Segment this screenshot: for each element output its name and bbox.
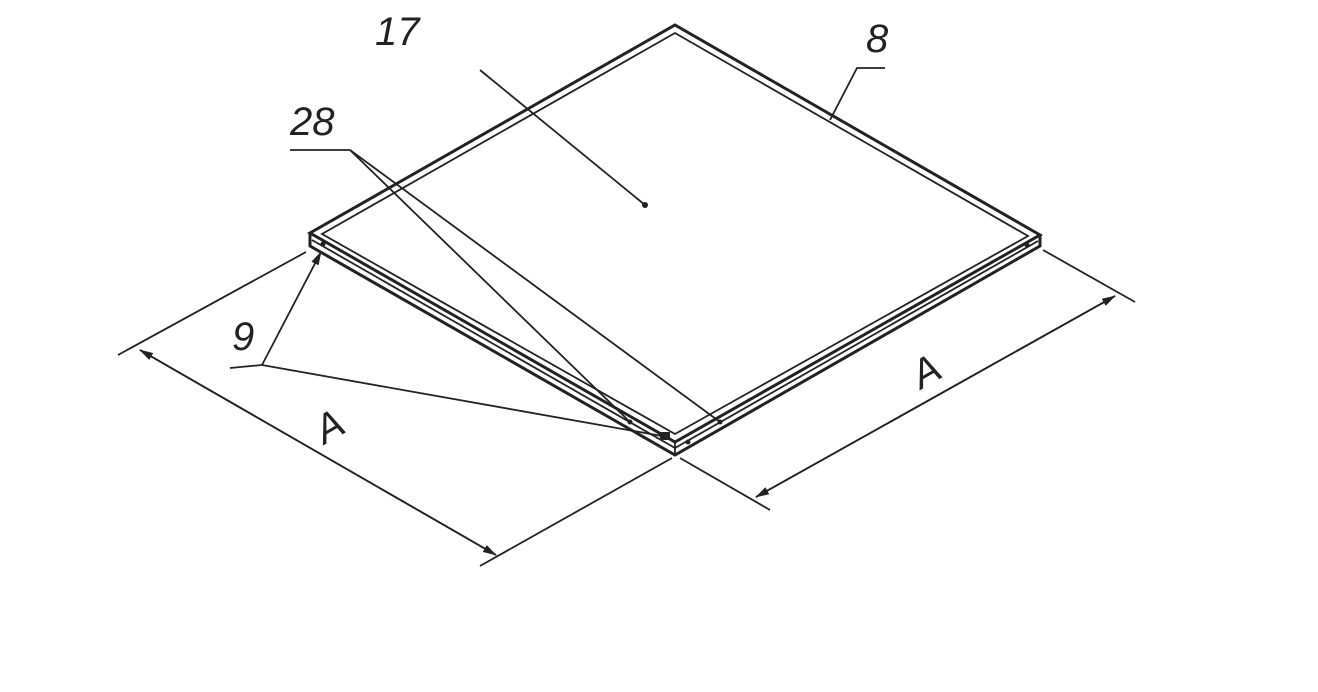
dimension-left: A bbox=[117, 251, 673, 567]
label-a-right: A bbox=[902, 346, 949, 398]
label-8: 8 bbox=[866, 17, 889, 61]
dimension-right: A bbox=[679, 249, 1136, 511]
panel-body bbox=[306, 23, 1044, 457]
callout-28: 28 bbox=[289, 100, 721, 423]
callout-8: 8 bbox=[829, 17, 889, 121]
label-28: 28 bbox=[289, 100, 335, 144]
label-17: 17 bbox=[375, 10, 421, 54]
callout-9: 9 bbox=[229, 251, 663, 437]
label-9: 9 bbox=[232, 315, 254, 359]
label-a-left: A bbox=[305, 401, 352, 453]
callout-17: 17 bbox=[375, 10, 648, 208]
